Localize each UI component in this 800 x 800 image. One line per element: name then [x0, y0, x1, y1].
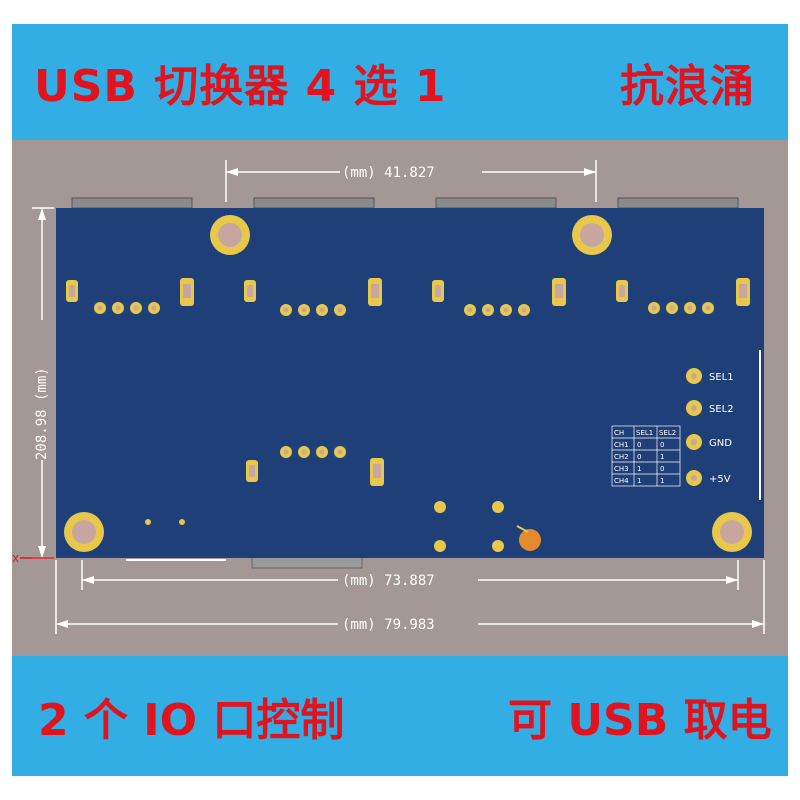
dimension-bottom-inner: (mm) 73.887 — [342, 573, 435, 589]
table-cell: 1 — [660, 453, 664, 461]
pin-label-vcc: +5V — [709, 474, 731, 485]
mounting-holes — [64, 215, 752, 552]
pcb-board — [56, 208, 764, 558]
dimension-lines — [32, 160, 765, 634]
banner-power: 可 USB 取电 — [508, 695, 772, 746]
table-cell: CH2 — [614, 453, 629, 461]
table-header: SEL2 — [659, 429, 676, 437]
table-header: CH — [614, 429, 624, 437]
table-cell: 0 — [637, 453, 641, 461]
dimension-bottom-outer: (mm) 79.983 — [342, 617, 435, 633]
pin-label-sel1: SEL1 — [709, 372, 734, 383]
table-cell: 1 — [637, 465, 641, 473]
axis-marker: x — [12, 551, 19, 565]
truth-table-text: CH SEL1 SEL2 CH1 0 0 CH2 0 1 CH3 1 0 CH4… — [614, 429, 676, 485]
top-banner: USB 切换器 4 选 1 抗浪涌 — [12, 24, 788, 140]
banner-control: 2 个 IO 口控制 — [38, 695, 345, 746]
bottom-banner: 2 个 IO 口控制 可 USB 取电 — [12, 656, 788, 776]
table-header: SEL1 — [636, 429, 653, 437]
pcb-render-area: SEL1 SEL2 GND +5V CH SEL1 SEL2 CH1 0 0 C… — [12, 140, 788, 656]
table-cell: 0 — [660, 441, 664, 449]
banner-title: USB 切换器 4 选 1 — [34, 61, 447, 112]
pin-label-sel2: SEL2 — [709, 404, 734, 415]
usb-connectors-top — [71, 197, 739, 209]
banner-feature: 抗浪涌 — [620, 61, 755, 112]
table-cell: 0 — [637, 441, 641, 449]
table-cell: CH3 — [614, 465, 629, 473]
vias — [145, 501, 541, 552]
truth-table — [611, 425, 681, 487]
usb-footprints — [66, 278, 750, 486]
table-cell: CH4 — [614, 477, 629, 485]
pin-label-gnd: GND — [709, 438, 732, 449]
control-pins: SEL1 SEL2 GND +5V — [686, 368, 734, 486]
pcb-drawing: SEL1 SEL2 GND +5V CH SEL1 SEL2 CH1 0 0 C… — [12, 160, 765, 634]
dimension-height: 208.98 (mm) — [34, 367, 50, 460]
dimension-top-width: (mm) 41.827 — [342, 165, 435, 181]
table-cell: 0 — [660, 465, 664, 473]
table-cell: CH1 — [614, 441, 629, 449]
table-cell: 1 — [637, 477, 641, 485]
table-cell: 1 — [660, 477, 664, 485]
